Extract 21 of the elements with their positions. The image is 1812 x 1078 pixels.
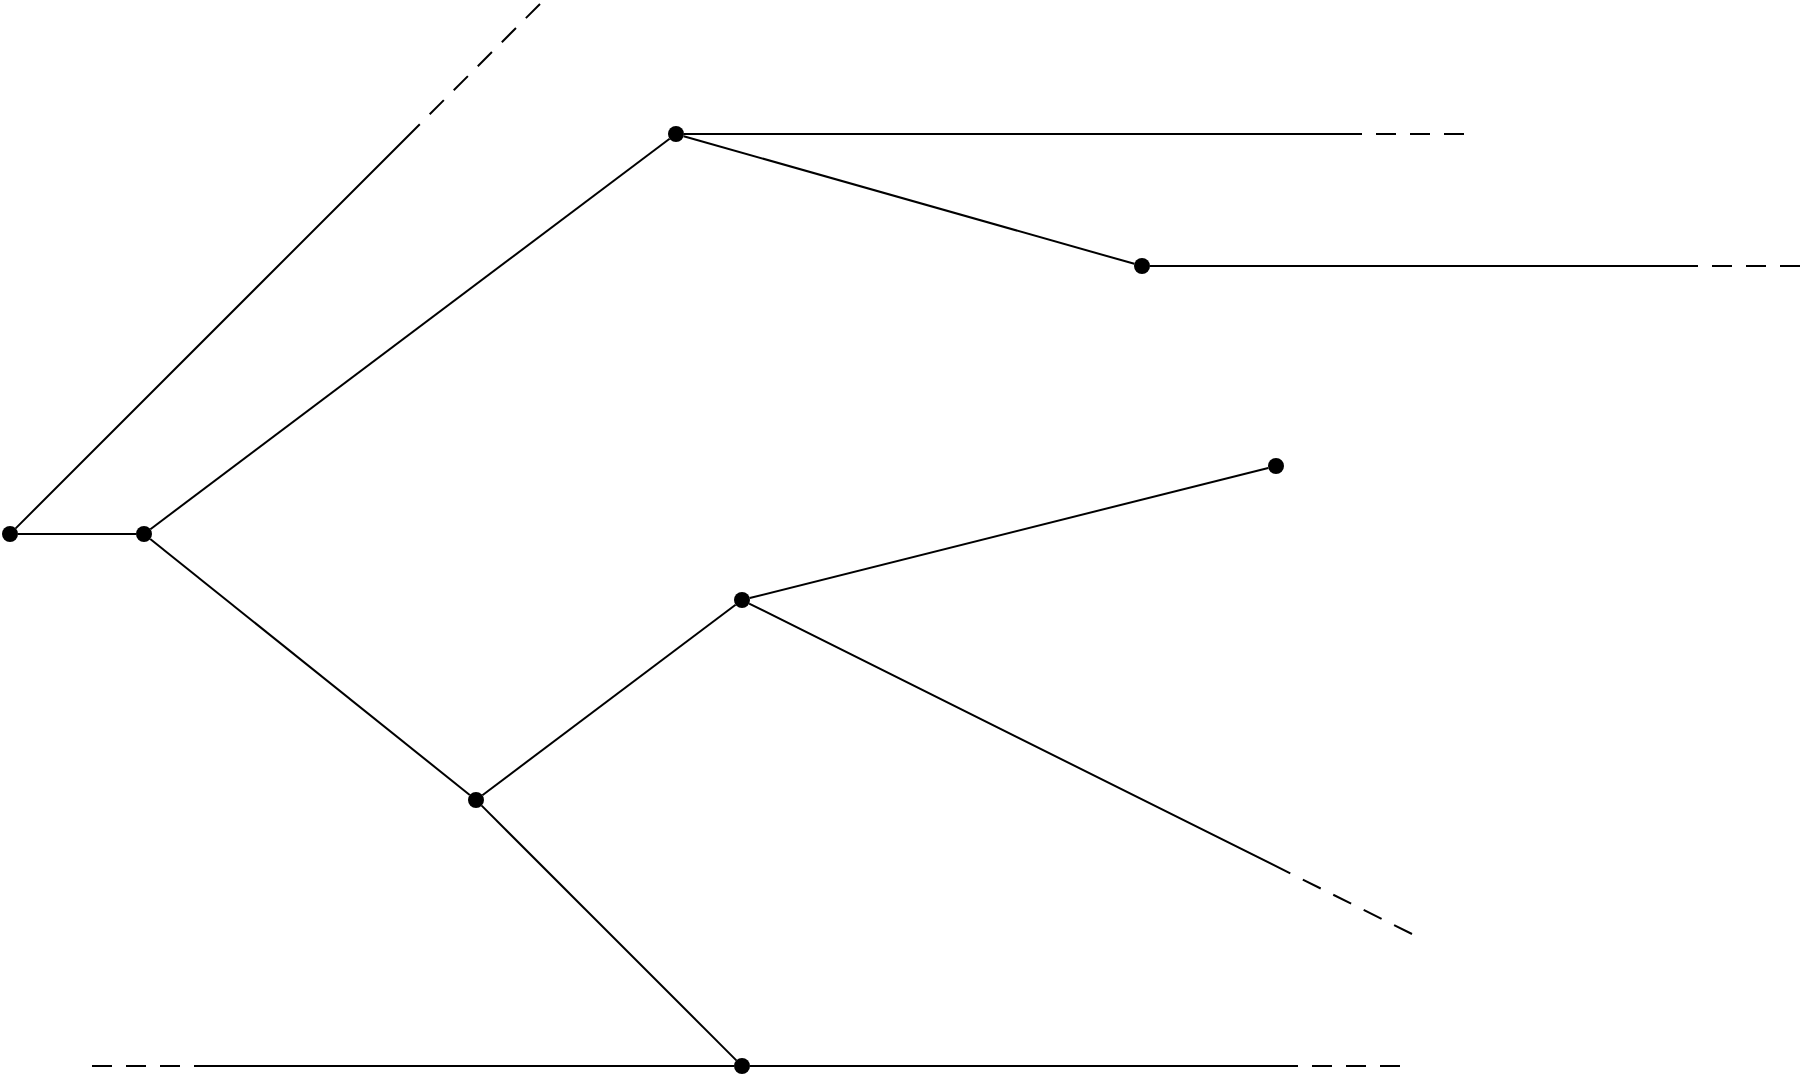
node-dot: [136, 526, 152, 542]
node-dot: [668, 126, 684, 142]
branch-line: [1149, 265, 1801, 267]
branch-line: [91, 1065, 735, 1067]
branch-line: [480, 804, 738, 1062]
node-dot: [734, 592, 750, 608]
branch-line: [683, 133, 1465, 135]
node-dot: [734, 1058, 750, 1074]
branch-line: [14, 3, 541, 530]
node-dot: [2, 526, 18, 542]
node-dot: [1268, 458, 1284, 474]
node-dot: [1134, 258, 1150, 274]
branch-line: [17, 533, 137, 535]
branch-line: [748, 466, 1270, 600]
branch-line: [748, 602, 1413, 935]
branch-line: [481, 603, 737, 797]
branch-line: [149, 137, 671, 531]
branch-line: [749, 1065, 1401, 1067]
branch-line: [682, 135, 1136, 265]
branch-line: [149, 538, 471, 796]
node-dot: [468, 792, 484, 808]
